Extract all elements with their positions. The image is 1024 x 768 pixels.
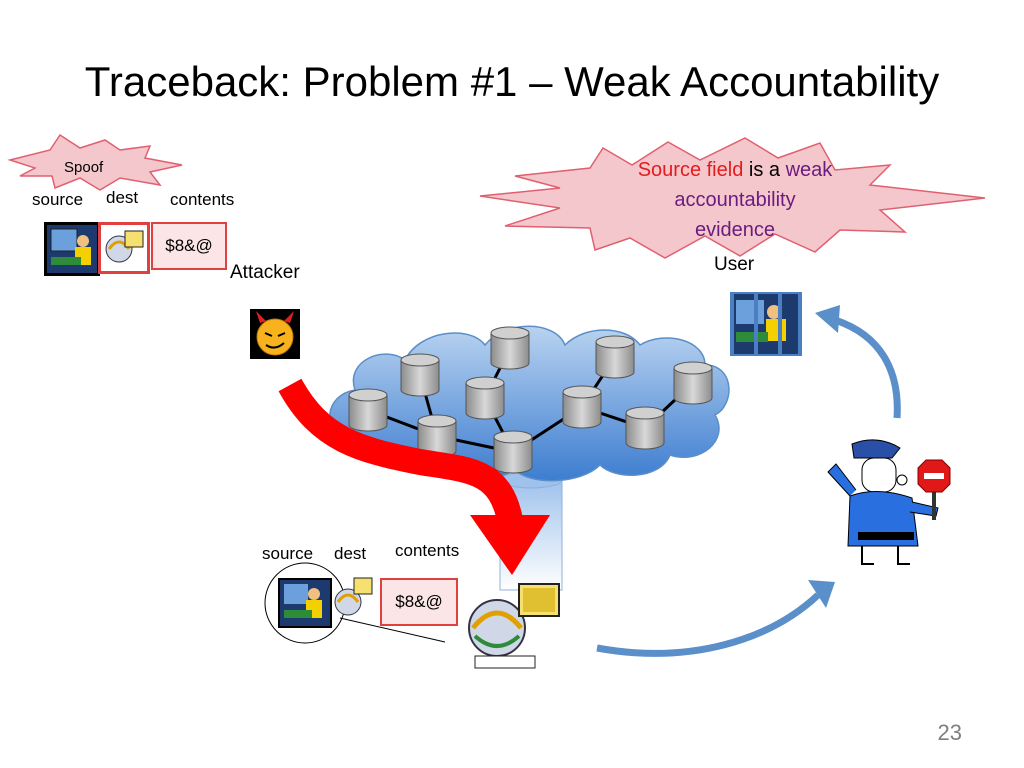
spoof-burst [7,133,183,191]
bottom-dest-field [330,574,376,620]
trace-arrow-lower [596,580,835,657]
routers [348,326,713,474]
callout-line2: accountability [674,189,796,211]
bottom-dest-label: dest [334,544,367,563]
computer-user-icon [284,584,322,618]
bottom-contents-label: contents [395,541,460,560]
bottom-payload-field: $8&@ [380,578,458,626]
network-computer-icon [455,578,565,674]
router-icon [348,388,388,432]
router-icon [562,385,602,429]
callout-part1: Source field [637,159,744,181]
network-computer-icon [334,577,373,616]
top-contents-label: contents [170,190,235,209]
router-icon [490,326,530,370]
router-icon [673,361,713,405]
top-dest-label: dest [106,188,139,207]
top-payload-field: $8&@ [151,222,227,270]
callout-burst [479,137,986,259]
callout-line3: evidence [694,219,776,241]
slide-number: 23 [937,720,962,745]
spoof-label: Spoof [64,159,104,176]
callout-part2: is a [743,159,786,181]
router-icon [493,430,533,474]
police-officer-icon [822,436,952,570]
attacker-label: Attacker [230,262,300,283]
user-label: User [714,254,755,275]
computer-user-icon [730,290,802,358]
slide-title: Traceback: Problem #1 – Weak Accountabil… [84,58,940,105]
callout-text: Source field is a weak accountability ev… [600,155,870,245]
top-dest-field [98,222,150,274]
router-icon [595,335,635,379]
top-source-field [44,222,100,276]
computer-user-icon [50,228,91,265]
callout-part3: weak [785,159,833,181]
bottom-source-field [278,578,332,628]
router-icon [417,414,457,458]
router-icon [400,353,440,397]
zoom-line [339,617,446,643]
user-host [728,290,802,358]
network-computer-icon [105,230,144,263]
stop-sign-icon [916,458,952,522]
top-source-label: source [32,190,84,209]
trace-arrow-upper [815,305,901,419]
devil-face-icon [250,309,300,359]
attack-path-arrow [278,378,550,575]
router-icon [465,376,505,420]
bottom-source-label: source [262,544,314,563]
router-icon [625,406,665,450]
